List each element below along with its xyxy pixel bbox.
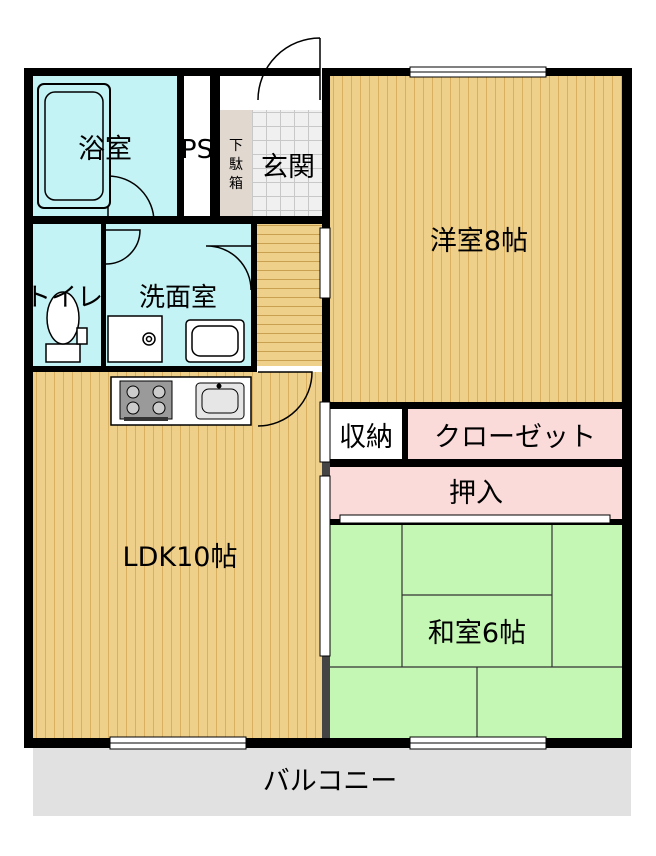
- bathtub: [37, 83, 111, 209]
- toilet-fixture: [45, 291, 88, 363]
- svg-text:箱: 箱: [229, 176, 243, 192]
- hall-floor: [257, 224, 327, 366]
- japanese-room-floor: [330, 525, 622, 738]
- japanese-room-label: 和室6帖: [428, 618, 526, 649]
- oshiire-label: 押入: [449, 478, 503, 509]
- svg-text:駄: 駄: [229, 157, 243, 173]
- shoe-box-label: 下 駄 箱: [229, 138, 243, 192]
- windows: [109, 66, 547, 750]
- washroom-label: 洗面室: [139, 283, 217, 313]
- ps-label: PS: [181, 135, 213, 165]
- shoe-box-floor: [220, 110, 252, 216]
- ldk-label: LDK10帖: [123, 542, 238, 573]
- storage-floor: [330, 409, 402, 459]
- entrance-label: 玄関: [261, 152, 315, 183]
- tatami-lines: [330, 525, 622, 738]
- western-room-label: 洋室8帖: [430, 226, 528, 257]
- oshiire-floor: [330, 467, 622, 519]
- bath-label: 浴室: [78, 134, 132, 165]
- ldk-floor: [33, 372, 323, 738]
- storage-label: 収納: [339, 422, 393, 453]
- balcony-floor: [33, 744, 631, 816]
- door-swings: [105, 37, 321, 427]
- wash-basin: [185, 319, 245, 363]
- closet-label: クローゼット: [434, 422, 596, 453]
- ps-floor: [184, 76, 210, 216]
- washing-machine: [107, 315, 163, 363]
- balcony-label: バルコニー: [263, 766, 397, 797]
- entrance-floor: [252, 110, 326, 216]
- sliding-doors: [319, 227, 611, 657]
- toilet-label: トイレ: [25, 283, 103, 313]
- western-room-floor: [330, 76, 622, 402]
- closet-floor: [408, 409, 622, 459]
- kitchen-counter: [110, 376, 252, 426]
- svg-text:下: 下: [229, 138, 243, 154]
